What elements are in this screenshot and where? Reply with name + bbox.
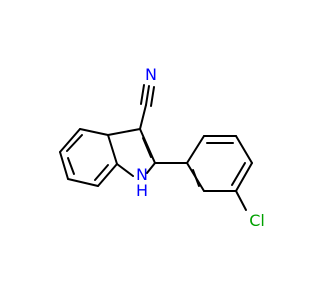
bond	[59, 128, 81, 153]
bond	[59, 151, 69, 180]
bond	[142, 137, 152, 158]
bond	[139, 104, 147, 130]
bond	[67, 157, 75, 175]
bond	[235, 190, 247, 211]
bond	[139, 128, 156, 164]
bond	[79, 128, 109, 136]
bond	[67, 178, 99, 187]
atom-label-n-indole: N	[136, 165, 148, 184]
bonds	[59, 84, 253, 211]
atom-label-n-nitrile: N	[145, 65, 157, 84]
bond	[107, 128, 141, 136]
bond	[150, 86, 155, 107]
bond	[235, 162, 253, 192]
bond	[116, 163, 134, 177]
atom-label-h-indole: H	[136, 181, 148, 200]
atom-label-cl: Cl	[249, 211, 265, 230]
bond	[146, 162, 156, 174]
bond	[66, 134, 83, 152]
bond	[145, 85, 150, 106]
structure-canvas: N N H Cl	[59, 65, 265, 230]
bond	[94, 164, 109, 181]
bond	[192, 169, 200, 187]
bond	[231, 162, 246, 186]
bond	[107, 134, 118, 165]
molecule-diagram: N N H Cl	[59, 65, 265, 230]
bond	[235, 135, 253, 164]
bond	[97, 163, 118, 187]
bond	[140, 84, 145, 105]
bond	[186, 135, 205, 164]
